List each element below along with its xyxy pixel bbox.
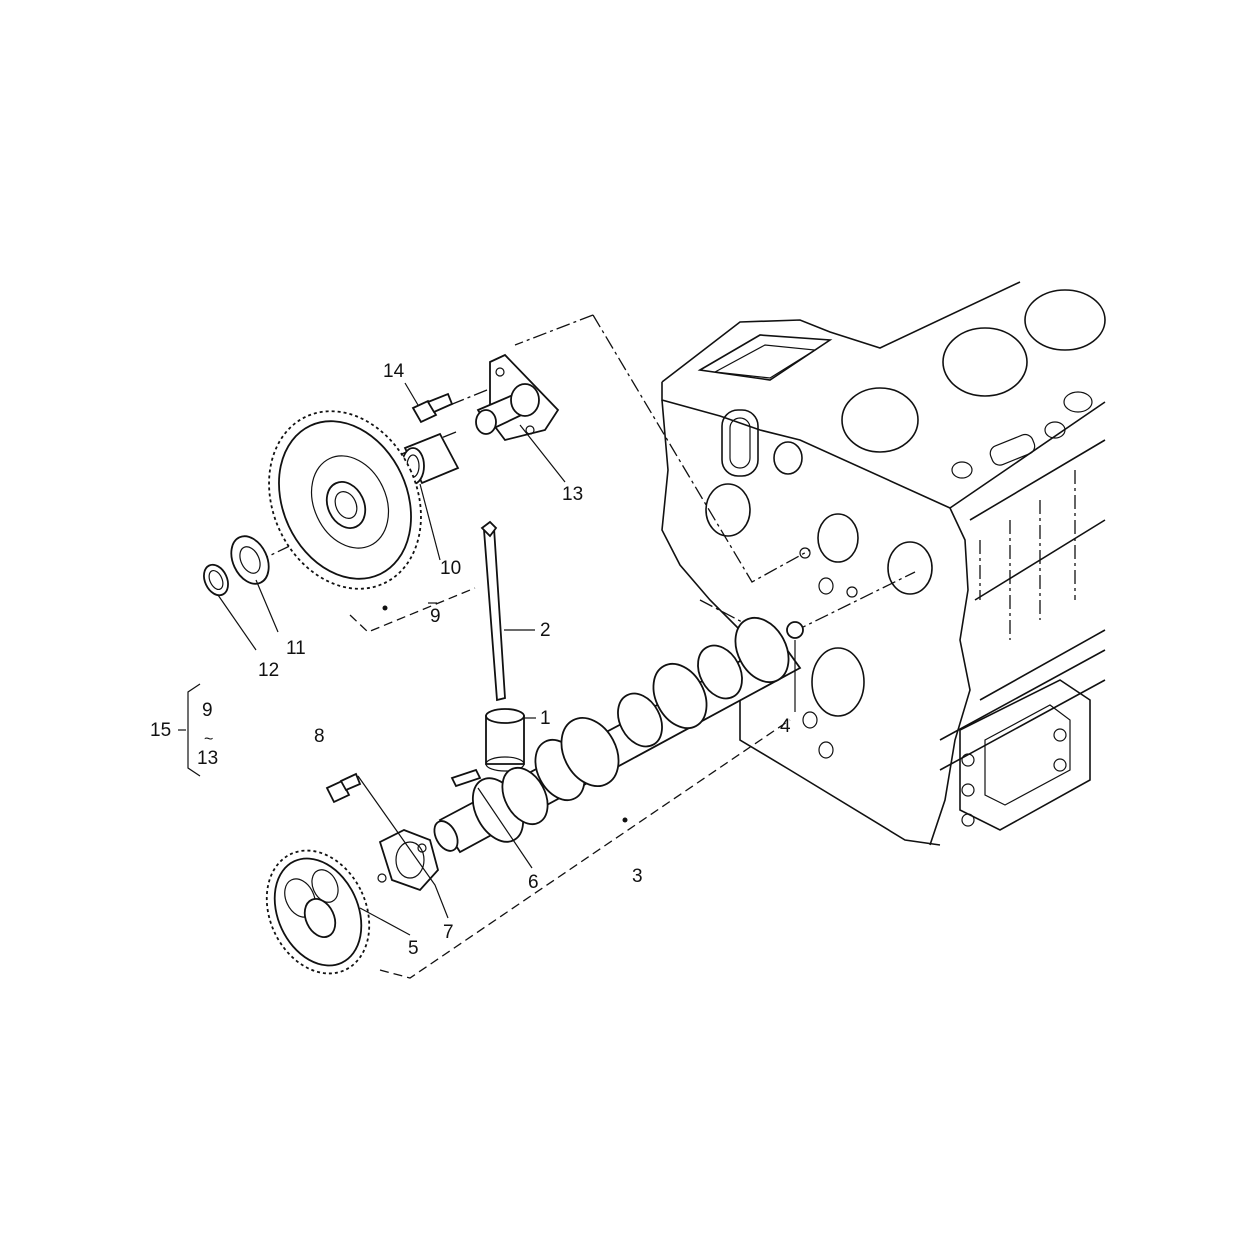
part-1-tappet: [485, 708, 525, 772]
engine-block: [661, 281, 1106, 846]
callout-8: 8: [314, 726, 325, 747]
part-10-bushing: [401, 432, 460, 485]
part-6-woodruff-key: [450, 768, 482, 788]
part-3-camshaft: [433, 617, 802, 854]
callout-9: 9: [430, 606, 441, 627]
callout-6: 6: [528, 872, 539, 893]
callout-3: 3: [632, 866, 643, 887]
callout-2: 2: [540, 620, 551, 641]
callout-15: 15: [150, 720, 171, 741]
part-8-bolt: [325, 772, 362, 804]
leader-lines: [178, 382, 796, 936]
part-7-thrust-plate: [377, 829, 439, 892]
callout-5: 5: [408, 938, 419, 959]
callout-11: 11: [286, 638, 306, 659]
assembly-range-from: 9: [202, 700, 213, 721]
part-9-idler-gear: [268, 410, 422, 611]
callout-14: 14: [383, 361, 405, 382]
callout-7: 7: [443, 922, 454, 943]
callout-1: 1: [540, 708, 551, 729]
assembly-range-symbol: ~: [204, 731, 213, 748]
part-14-bolt: [411, 392, 454, 424]
callout-10: 10: [440, 558, 461, 579]
part-5-cam-gear: [265, 849, 371, 975]
part-4-plug: [786, 621, 804, 639]
part-13-idler-bracket: [475, 353, 560, 442]
part-11-thrust-washer: [230, 535, 270, 585]
part-12-snap-ring: [203, 563, 229, 597]
callout-12: 12: [258, 660, 279, 681]
callout-labels: 1 2 3 4 5 6 7 8 9 10 11 12 13 14 15 9 ~ …: [150, 361, 791, 959]
callout-13: 13: [562, 484, 583, 505]
callout-4: 4: [780, 716, 791, 737]
assembly-range-to: 13: [197, 748, 218, 769]
part-2-push-rod: [480, 520, 506, 702]
